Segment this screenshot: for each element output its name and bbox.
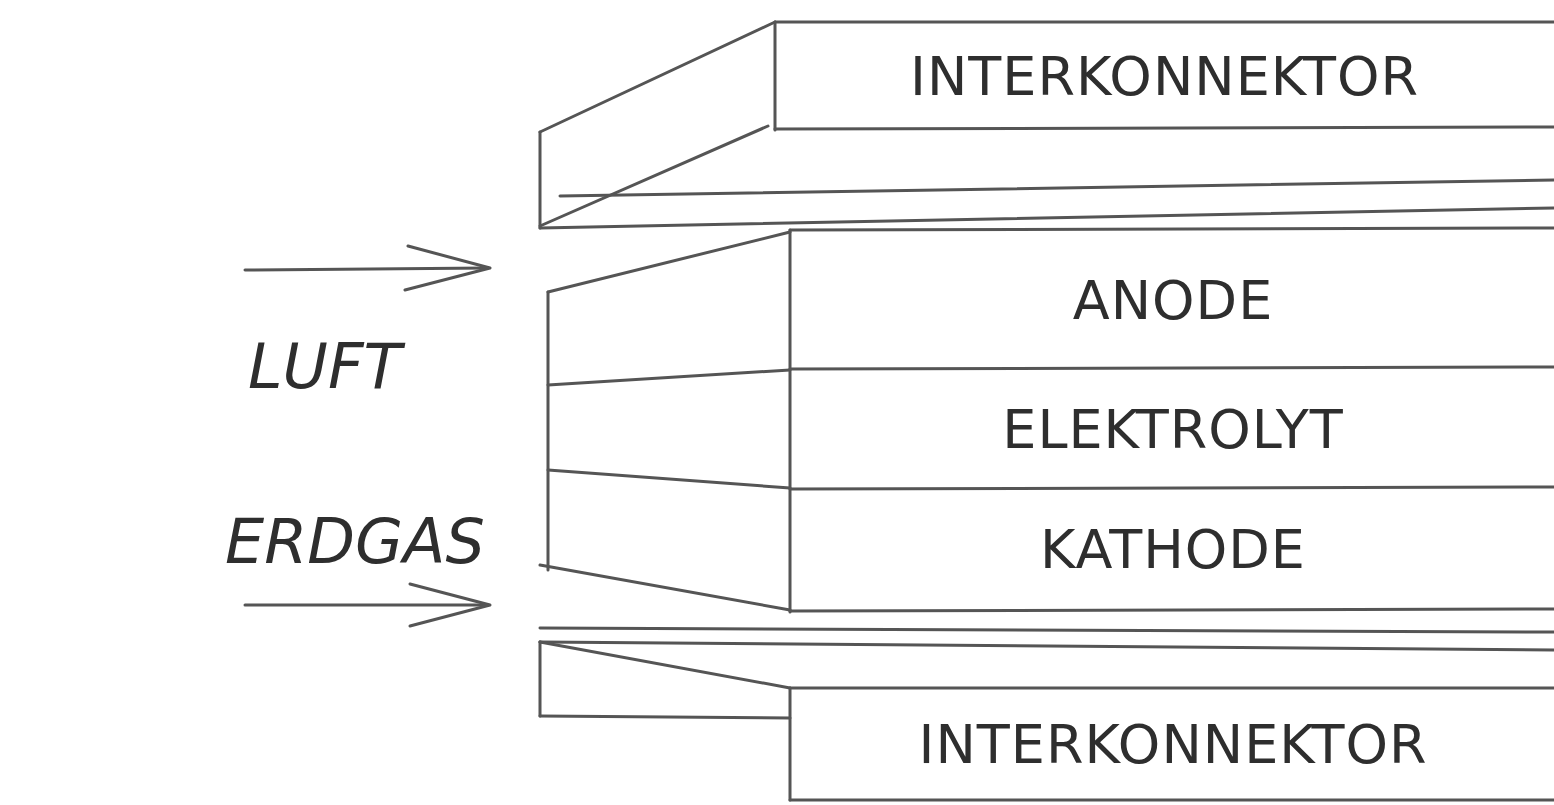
layer-name: INTERKONNEKTOR xyxy=(910,45,1419,108)
layer-name: ELEKTROLYT xyxy=(1002,398,1343,461)
layer-name: INTERKONNEKTOR xyxy=(918,713,1427,776)
layer-band: ELEKTROLYT xyxy=(792,372,1554,486)
layer-band: INTERKONNEKTOR xyxy=(775,24,1554,128)
layer-band: ANODE xyxy=(792,233,1554,367)
layer-band: INTERKONNEKTOR xyxy=(792,690,1554,798)
gas-label: LUFT xyxy=(248,330,401,403)
layer-name: KATHODE xyxy=(1040,518,1306,581)
gas-label: ERDGAS xyxy=(225,505,485,578)
layer-name: ANODE xyxy=(1073,269,1274,332)
layer-band: KATHODE xyxy=(792,491,1554,608)
